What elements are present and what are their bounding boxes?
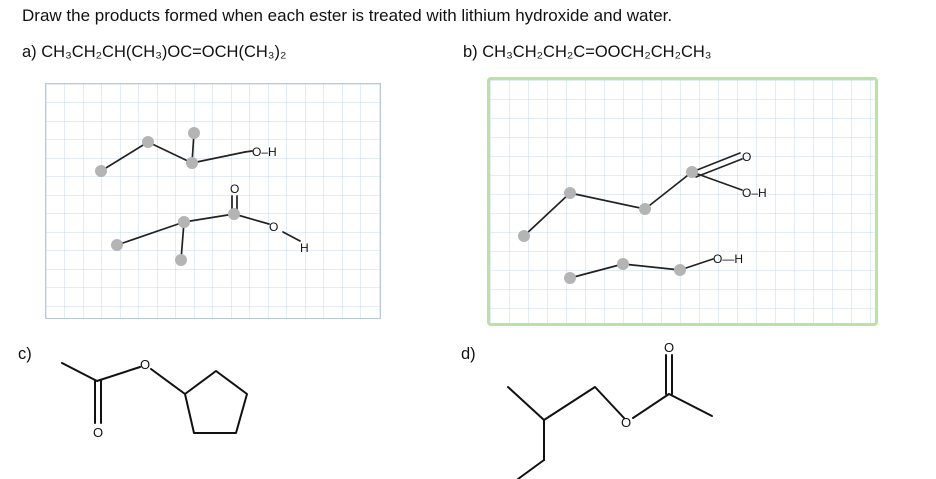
grid-a — [46, 84, 380, 318]
drawing-canvas-a[interactable]: O–H O O H — [45, 83, 381, 319]
bond — [668, 393, 713, 417]
atom-node[interactable] — [188, 127, 200, 139]
question-prompt: Draw the products formed when each ester… — [22, 6, 673, 25]
bond[interactable] — [695, 158, 743, 178]
atom-node[interactable] — [518, 230, 530, 242]
bond[interactable] — [191, 151, 246, 164]
bond[interactable] — [183, 213, 235, 223]
atom-node[interactable] — [564, 187, 576, 199]
bond[interactable] — [147, 141, 193, 164]
bond[interactable] — [180, 221, 185, 261]
atom-node[interactable] — [142, 136, 154, 148]
bond[interactable] — [116, 221, 185, 246]
atom-node[interactable] — [178, 216, 190, 228]
bond[interactable] — [569, 192, 646, 210]
atom-node[interactable] — [564, 272, 576, 284]
grid-b — [490, 80, 875, 323]
bond[interactable] — [644, 171, 693, 210]
bond[interactable] — [233, 213, 270, 225]
part-b-label: b) CH₃CH₂CH₂C=OOCH₂CH₂CH₃ — [463, 43, 712, 61]
oh-label[interactable]: O–H — [742, 186, 767, 200]
atom-node[interactable] — [111, 239, 123, 251]
atom-node[interactable] — [175, 254, 187, 266]
bond[interactable] — [569, 263, 624, 279]
bond[interactable] — [282, 231, 301, 242]
atom-node[interactable] — [186, 157, 198, 169]
atom-node[interactable] — [639, 203, 651, 215]
part-d-label: d) — [461, 345, 476, 363]
part-a-label: a) CH₃CH₂CH(CH₃)OC=OCH(CH₃)₂ — [22, 43, 287, 61]
bond — [517, 459, 545, 479]
bond — [61, 362, 141, 382]
bond[interactable] — [691, 152, 741, 173]
bond — [632, 393, 670, 419]
drawing-canvas-b[interactable]: O O–H O—H — [487, 77, 878, 326]
atom-node[interactable] — [95, 165, 107, 177]
o-label: O — [664, 340, 674, 355]
o-label: O — [93, 425, 103, 440]
molecules-a: O–H O O H — [95, 127, 309, 266]
o-label[interactable]: O — [269, 220, 278, 234]
atom-node[interactable] — [617, 258, 629, 270]
o-label[interactable]: O — [742, 150, 751, 164]
bond[interactable] — [244, 150, 253, 153]
oh-label[interactable]: O—H — [713, 252, 743, 266]
o-label[interactable]: O — [230, 182, 239, 196]
bond[interactable] — [691, 171, 743, 191]
bond — [507, 386, 625, 421]
h-label[interactable]: H — [300, 241, 309, 255]
atom-node[interactable] — [228, 208, 240, 220]
atom-node[interactable] — [686, 166, 698, 178]
cyclopentane-ring — [184, 370, 248, 434]
molecules-b: O O–H O—H — [518, 150, 767, 284]
o-label: O — [621, 415, 631, 430]
atom-node[interactable] — [674, 264, 686, 276]
o-label: O — [140, 357, 150, 372]
bond[interactable] — [100, 141, 149, 172]
oh-label[interactable]: O–H — [252, 145, 277, 159]
bond[interactable] — [523, 192, 571, 237]
bond[interactable] — [622, 263, 681, 271]
part-c-label: c) — [18, 345, 32, 363]
bond — [150, 368, 186, 395]
